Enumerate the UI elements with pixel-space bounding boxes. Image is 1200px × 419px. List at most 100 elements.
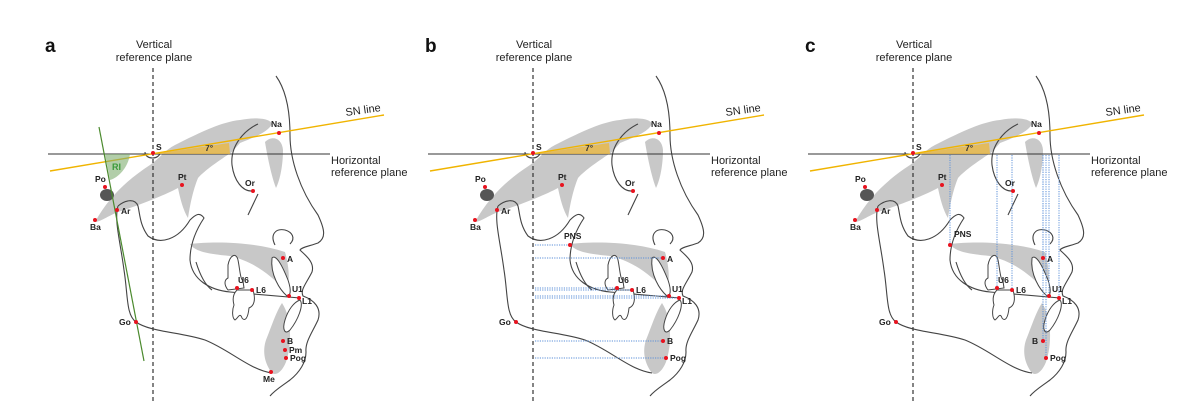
lower-molar	[992, 289, 1015, 321]
landmark-dot	[995, 286, 999, 290]
palate-shape	[190, 242, 289, 290]
landmark-label: Pog	[1050, 353, 1066, 363]
landmark-label: Ba	[90, 222, 101, 232]
landmark-label: L6	[636, 285, 646, 295]
landmark-label: L1	[302, 296, 312, 306]
landmark-label: B	[287, 336, 293, 346]
sn-line-label: SN line	[725, 102, 762, 119]
landmark-l6: L6	[1010, 285, 1026, 295]
landmark-dot	[251, 189, 255, 193]
landmark-or: Or	[245, 178, 256, 193]
landmark-label: L1	[1062, 296, 1072, 306]
landmark-go: Go	[119, 317, 138, 327]
nostril-outline	[272, 229, 294, 246]
lower-molar	[612, 289, 635, 321]
landmark-label: U1	[1052, 284, 1063, 294]
nasal-bone-shape	[645, 138, 663, 188]
landmark-dot	[297, 296, 301, 300]
landmark-a: A	[281, 254, 293, 264]
landmark-label: Po	[95, 174, 106, 184]
landmark-dot	[1010, 288, 1014, 292]
symphysis-shape	[644, 303, 671, 374]
landmark-dot	[948, 243, 952, 247]
vertical-plane-label-line2: reference plane	[496, 52, 572, 64]
landmark-go: Go	[879, 317, 898, 327]
landmark-dot	[103, 185, 107, 189]
landmark-label: Ar	[121, 206, 131, 216]
landmark-label: Pog	[290, 353, 306, 363]
landmark-pog: Pog	[664, 353, 686, 363]
landmark-dot	[894, 320, 898, 324]
landmark-dot	[283, 348, 287, 352]
landmark-dot	[495, 208, 499, 212]
upper-molar	[224, 254, 245, 291]
vertical-plane-label-line1: Vertical	[896, 39, 932, 51]
landmark-u6: U6	[235, 275, 249, 290]
sn-angle-wedge	[533, 143, 610, 154]
ramus-coronoid-outline	[497, 200, 681, 299]
ear-rod-shape	[480, 189, 494, 201]
landmark-dot	[661, 256, 665, 260]
landmark-dot	[677, 296, 681, 300]
symphysis-shape	[1024, 303, 1051, 374]
landmark-ar: Ar	[875, 206, 891, 216]
landmark-dot	[1044, 356, 1048, 360]
landmark-label: Na	[1031, 119, 1042, 129]
pterygoid-line	[575, 261, 593, 291]
landmark-dot	[568, 243, 572, 247]
landmark-label: Me	[263, 374, 275, 384]
upper-molar	[984, 254, 1005, 291]
landmark-label: S	[536, 142, 542, 152]
sn-angle-label: 7°	[205, 143, 214, 153]
landmark-label: Pm	[289, 345, 303, 355]
landmark-dot	[875, 208, 879, 212]
landmark-dot	[1047, 294, 1051, 298]
landmark-dot	[631, 189, 635, 193]
sn-line	[809, 114, 1145, 172]
landmark-dot	[667, 294, 671, 298]
landmark-label: Ba	[470, 222, 481, 232]
landmark-label: Or	[1005, 178, 1016, 188]
landmark-ba: Ba	[90, 218, 101, 232]
landmark-label: B	[667, 336, 673, 346]
sn-angle-label: 7°	[585, 143, 594, 153]
orbit-lower-line	[247, 193, 259, 216]
soft-tissue-profile	[269, 75, 325, 397]
landmark-l1: L1	[1057, 296, 1072, 306]
landmark-label: A	[1047, 254, 1053, 264]
sn-line-label: SN line	[1105, 102, 1142, 119]
landmark-pt: Pt	[558, 172, 567, 187]
landmark-dot	[277, 131, 281, 135]
landmark-label: Go	[879, 317, 891, 327]
landmark-dot	[657, 131, 661, 135]
landmark-dot	[615, 286, 619, 290]
landmark-label: S	[916, 142, 922, 152]
ear-rod-shape	[100, 189, 114, 201]
palate-shape	[570, 242, 669, 290]
landmark-dot	[1037, 131, 1041, 135]
landmark-dot	[151, 151, 155, 155]
landmark-dot	[853, 218, 857, 222]
landmark-na: Na	[651, 119, 662, 135]
landmark-label: Ar	[501, 206, 511, 216]
landmark-l1: L1	[677, 296, 692, 306]
landmark-dot	[1057, 296, 1061, 300]
landmark-pns: PNS	[564, 231, 582, 247]
landmark-label: Pt	[558, 172, 567, 182]
nostril-outline	[1032, 229, 1054, 246]
landmark-label: Po	[475, 174, 486, 184]
landmark-dot	[281, 339, 285, 343]
landmark-dot	[1011, 189, 1015, 193]
landmark-pns: PNS	[948, 229, 972, 247]
landmark-dot	[664, 356, 668, 360]
landmark-label: A	[667, 254, 673, 264]
landmark-dot	[115, 208, 119, 212]
sn-angle-wedge	[913, 143, 990, 154]
lower-incisor	[663, 299, 682, 333]
panel-letter: b	[425, 36, 437, 57]
nasal-bone-shape	[265, 138, 283, 188]
sn-angle-label: 7°	[965, 143, 974, 153]
landmark-label: Go	[119, 317, 131, 327]
orbit-outline	[611, 123, 639, 192]
